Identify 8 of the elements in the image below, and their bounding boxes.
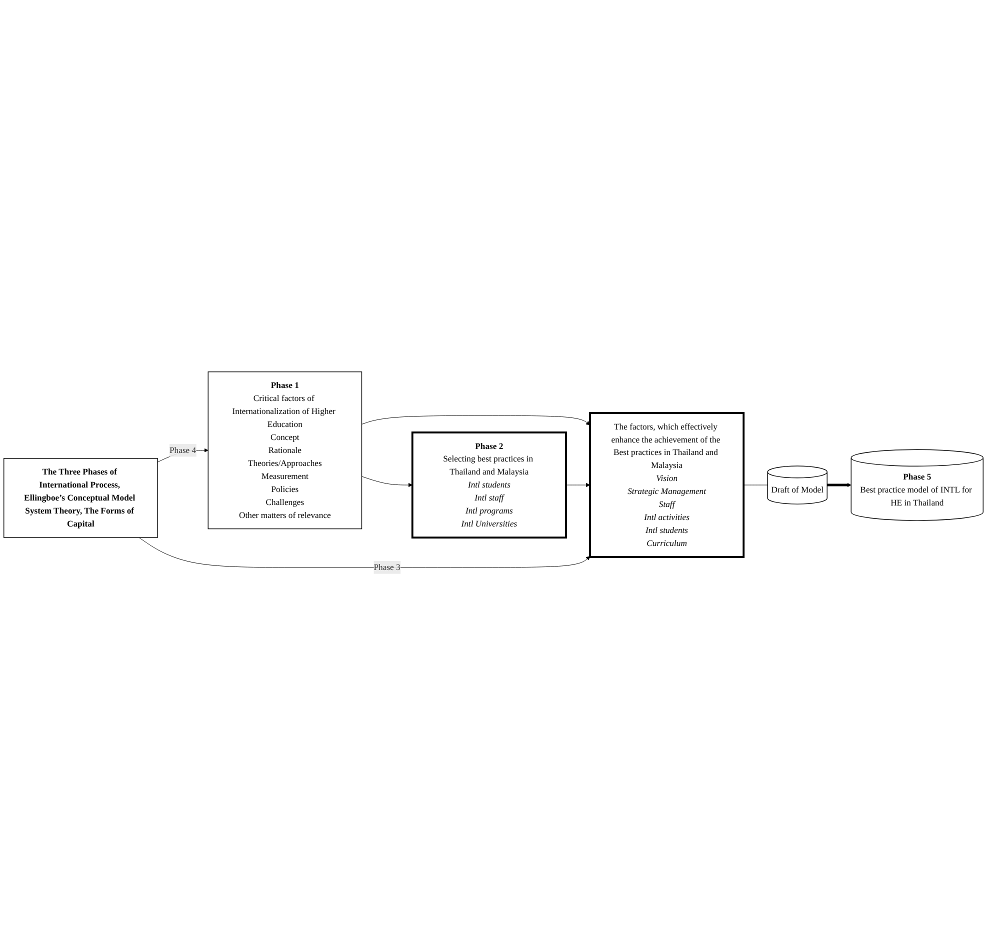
arrow [827,483,852,488]
node-box: Phase 2 Selecting best practices in Thailand and Malaysia Intl students Intl staff Intl programs Intl Universities [411,432,567,539]
connector [743,484,768,486]
node-box: The factors, which effectively enhance the achievement of the Best practices in Thailand and Malaysia Vision Strategic Management Staff Intl activities Intl students Curriculum [589,412,745,558]
node-box: Phase 1 Critical factors of Internationalization of Higher Education Concept Rationale Theories/Approaches Measurement Policies Challenges Other matters of relevance [208,372,362,530]
node-box: The Three Phases of International Process, Ellingboe’s Conceptual Model System Theory, The Forms of Capital [4,458,158,538]
edge-label: Phase 4 [169,445,196,456]
edge-label: Phase 3 [374,562,400,572]
